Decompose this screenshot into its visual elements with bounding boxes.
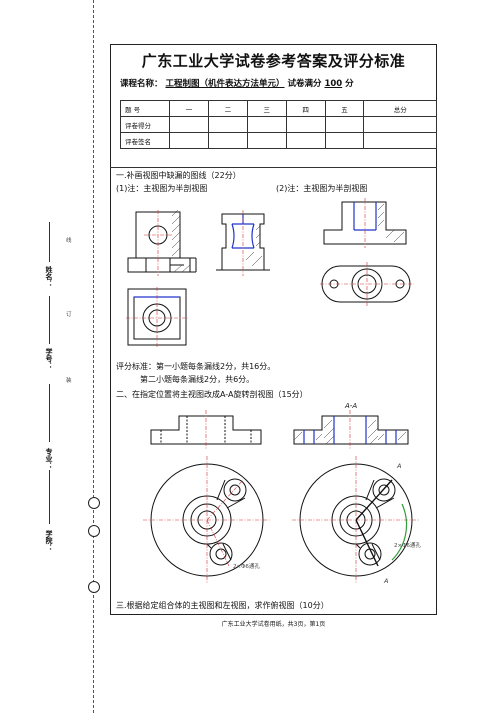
binding-hole-mid xyxy=(88,525,100,537)
score-header-cell: 四 xyxy=(285,100,326,117)
q2-cut-label-top: A xyxy=(397,462,402,470)
binding-hole-bottom xyxy=(88,581,100,593)
q1-part1-front-view xyxy=(127,209,197,276)
score-cell[interactable] xyxy=(207,116,248,133)
score-cell[interactable] xyxy=(169,116,209,133)
q1-title: 一.补画视图中缺漏的图线（22分） xyxy=(116,171,241,180)
full-score-value: 100 xyxy=(324,79,343,89)
major-line xyxy=(49,384,50,442)
score-header-cell: 一 xyxy=(169,100,209,117)
score-cell[interactable] xyxy=(324,116,365,133)
q1-sub1-note: (1)注：主视图为半剖视图 xyxy=(116,184,208,193)
student-id-line xyxy=(49,296,50,344)
student-id-label: 学号： xyxy=(45,348,53,369)
margin-mark-line: 线 xyxy=(66,238,72,244)
binding-hole-top xyxy=(88,497,100,509)
score-cell[interactable] xyxy=(285,116,326,133)
score-table-row: 评卷签名 xyxy=(120,132,437,149)
score-header-cell: 五 xyxy=(324,100,365,117)
q2-aa-section-view xyxy=(293,410,409,450)
course-name: 工程制图（机件表达方法单元） xyxy=(165,79,285,89)
q2-title: 二、在指定位置将主视图改成A-A旋转剖视图（15分） xyxy=(116,390,308,399)
q2-marked-top-view xyxy=(292,456,420,584)
exam-frame xyxy=(110,44,437,615)
score-cell[interactable] xyxy=(363,132,437,149)
score-header-cell: 题 号 xyxy=(120,100,170,117)
score-cell[interactable] xyxy=(246,132,287,149)
name-label: 姓名： xyxy=(45,266,53,287)
full-score-unit: 分 xyxy=(345,79,354,89)
page-title: 广东工业大学试卷参考答案及评分标准 xyxy=(141,52,406,70)
score-header-cell: 三 xyxy=(246,100,287,117)
binding-dashed-line xyxy=(93,0,94,713)
q1-part2-front-view xyxy=(216,210,270,276)
score-table-row: 评卷得分 xyxy=(120,116,437,133)
q1-grading-line-2: 第二小题每条漏线2分，共6分。 xyxy=(140,375,255,384)
course-line: 课程名称： 工程制图（机件表达方法单元） 试卷满分 100 分 xyxy=(120,77,437,89)
q2-section-label: A-A xyxy=(345,402,358,410)
header-separator xyxy=(110,167,437,168)
q1-sub2-note: (2)注：主视图为半剖视图 xyxy=(276,184,368,193)
q1-grading-line-1: 评分标准：第一小题每条漏线2分，共16分。 xyxy=(116,362,276,371)
score-cell[interactable] xyxy=(363,116,437,133)
major-label: 专业： xyxy=(45,448,53,469)
college-label: 学院： xyxy=(45,530,53,551)
score-cell[interactable] xyxy=(246,116,287,133)
q2-cut-label-bottom: A xyxy=(384,577,389,585)
q2-hole-note-left: 2×Φ6通孔 xyxy=(233,564,260,570)
course-label: 课程名称： xyxy=(120,79,163,89)
score-header-cell: 二 xyxy=(207,100,248,117)
q1-part3-top-view xyxy=(320,262,414,306)
college-line xyxy=(49,470,50,524)
score-cell[interactable] xyxy=(207,132,248,149)
score-table-header-row: 题 号 一 二 三 四 五 总分 xyxy=(120,100,437,117)
score-table: 题 号 一 二 三 四 五 总分 评卷得分 评卷签名 xyxy=(120,100,437,149)
score-cell[interactable] xyxy=(169,132,209,149)
q3-title: 三.根据给定组合体的主视图和左视图，求作俯视图（10分） xyxy=(116,601,329,610)
q1-part3-front-view xyxy=(323,198,407,248)
score-cell[interactable] xyxy=(285,132,326,149)
full-score-label: 试卷满分 xyxy=(287,79,322,89)
page-footer: 广东工业大学试卷用纸，共3页，第1页 xyxy=(221,621,326,628)
q2-hole-note-right: 2×Φ6通孔 xyxy=(394,543,421,549)
q1-part1-top-view xyxy=(126,287,188,347)
score-header-cell: 总分 xyxy=(363,100,437,117)
q2-original-front-view xyxy=(150,410,262,450)
score-row-label: 评卷签名 xyxy=(120,132,170,149)
name-line xyxy=(49,222,50,262)
margin-mark-bind: 订 xyxy=(66,312,72,318)
score-cell[interactable] xyxy=(324,132,365,149)
q2-original-top-view xyxy=(143,456,271,584)
margin-mark-staple: 装 xyxy=(66,378,72,384)
score-row-label: 评卷得分 xyxy=(120,116,170,133)
